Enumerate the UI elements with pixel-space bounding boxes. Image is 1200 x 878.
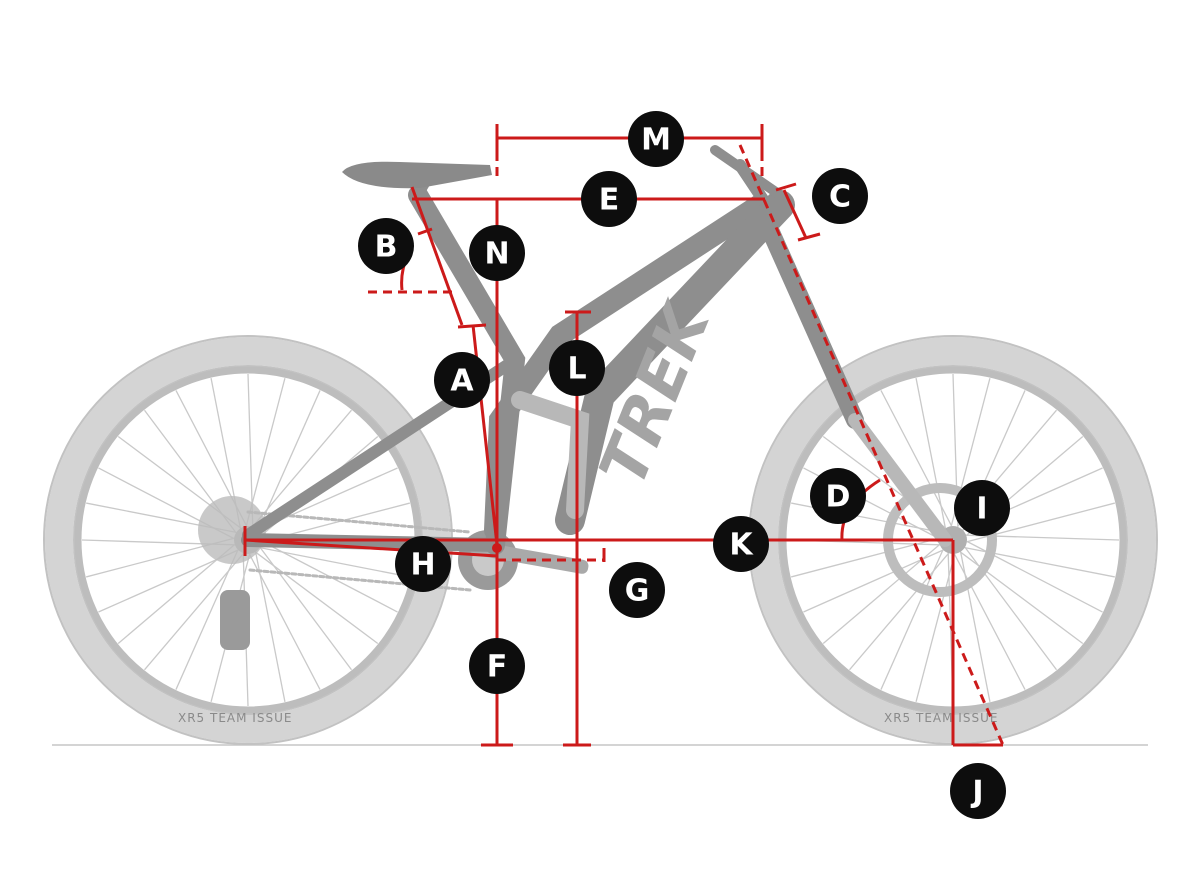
spoke: [175, 549, 239, 690]
label-E: E: [581, 171, 637, 227]
spoke: [953, 553, 1026, 690]
spoke: [880, 390, 953, 527]
spoke: [117, 543, 236, 644]
spoke: [144, 552, 245, 671]
spoke: [251, 409, 352, 528]
spoke: [248, 553, 321, 690]
label-C: C: [812, 168, 868, 224]
spoke: [98, 549, 239, 613]
spoke: [822, 543, 941, 644]
spoke: [259, 546, 410, 578]
svg-text:H: H: [410, 548, 435, 583]
label-I: I: [954, 480, 1010, 536]
spoke: [254, 551, 286, 702]
spoke: [849, 552, 950, 671]
svg-text:B: B: [375, 230, 398, 265]
rear-tire-text: XR5 TEAM ISSUE: [178, 711, 292, 725]
svg-text:G: G: [625, 574, 650, 609]
svg-text:N: N: [484, 237, 509, 272]
spoke: [964, 546, 1058, 671]
label-N: N: [469, 225, 525, 281]
label-K: K: [713, 516, 769, 572]
spoke: [245, 377, 286, 527]
label-A: A: [434, 352, 490, 408]
rear-derailleur: [220, 590, 250, 650]
svg-text:C: C: [829, 180, 851, 215]
label-D: D: [810, 468, 866, 524]
spoke: [257, 390, 321, 531]
label-G: G: [609, 562, 665, 618]
svg-text:K: K: [729, 528, 754, 563]
svg-text:E: E: [599, 183, 620, 218]
label-M: M: [628, 111, 684, 167]
label-L: L: [549, 340, 605, 396]
spoke: [959, 551, 991, 702]
label-B: B: [358, 218, 414, 274]
svg-text:M: M: [641, 123, 671, 158]
spoke: [803, 549, 944, 613]
spoke: [880, 549, 944, 690]
svg-text:L: L: [567, 352, 586, 387]
svg-text:A: A: [450, 364, 474, 399]
label-F: F: [469, 638, 525, 694]
svg-text:D: D: [826, 480, 851, 515]
spoke: [259, 546, 353, 671]
svg-text:F: F: [487, 650, 508, 685]
label-H: H: [395, 536, 451, 592]
saddle: [342, 161, 492, 189]
spoke: [247, 373, 254, 527]
spoke: [254, 551, 379, 645]
svg-text:I: I: [976, 492, 987, 527]
front-tire-text: XR5 TEAM ISSUE: [884, 711, 998, 725]
svg-text:J: J: [970, 775, 983, 810]
label-J: J: [950, 763, 1006, 819]
spoke: [915, 553, 956, 703]
spoke: [915, 378, 947, 529]
